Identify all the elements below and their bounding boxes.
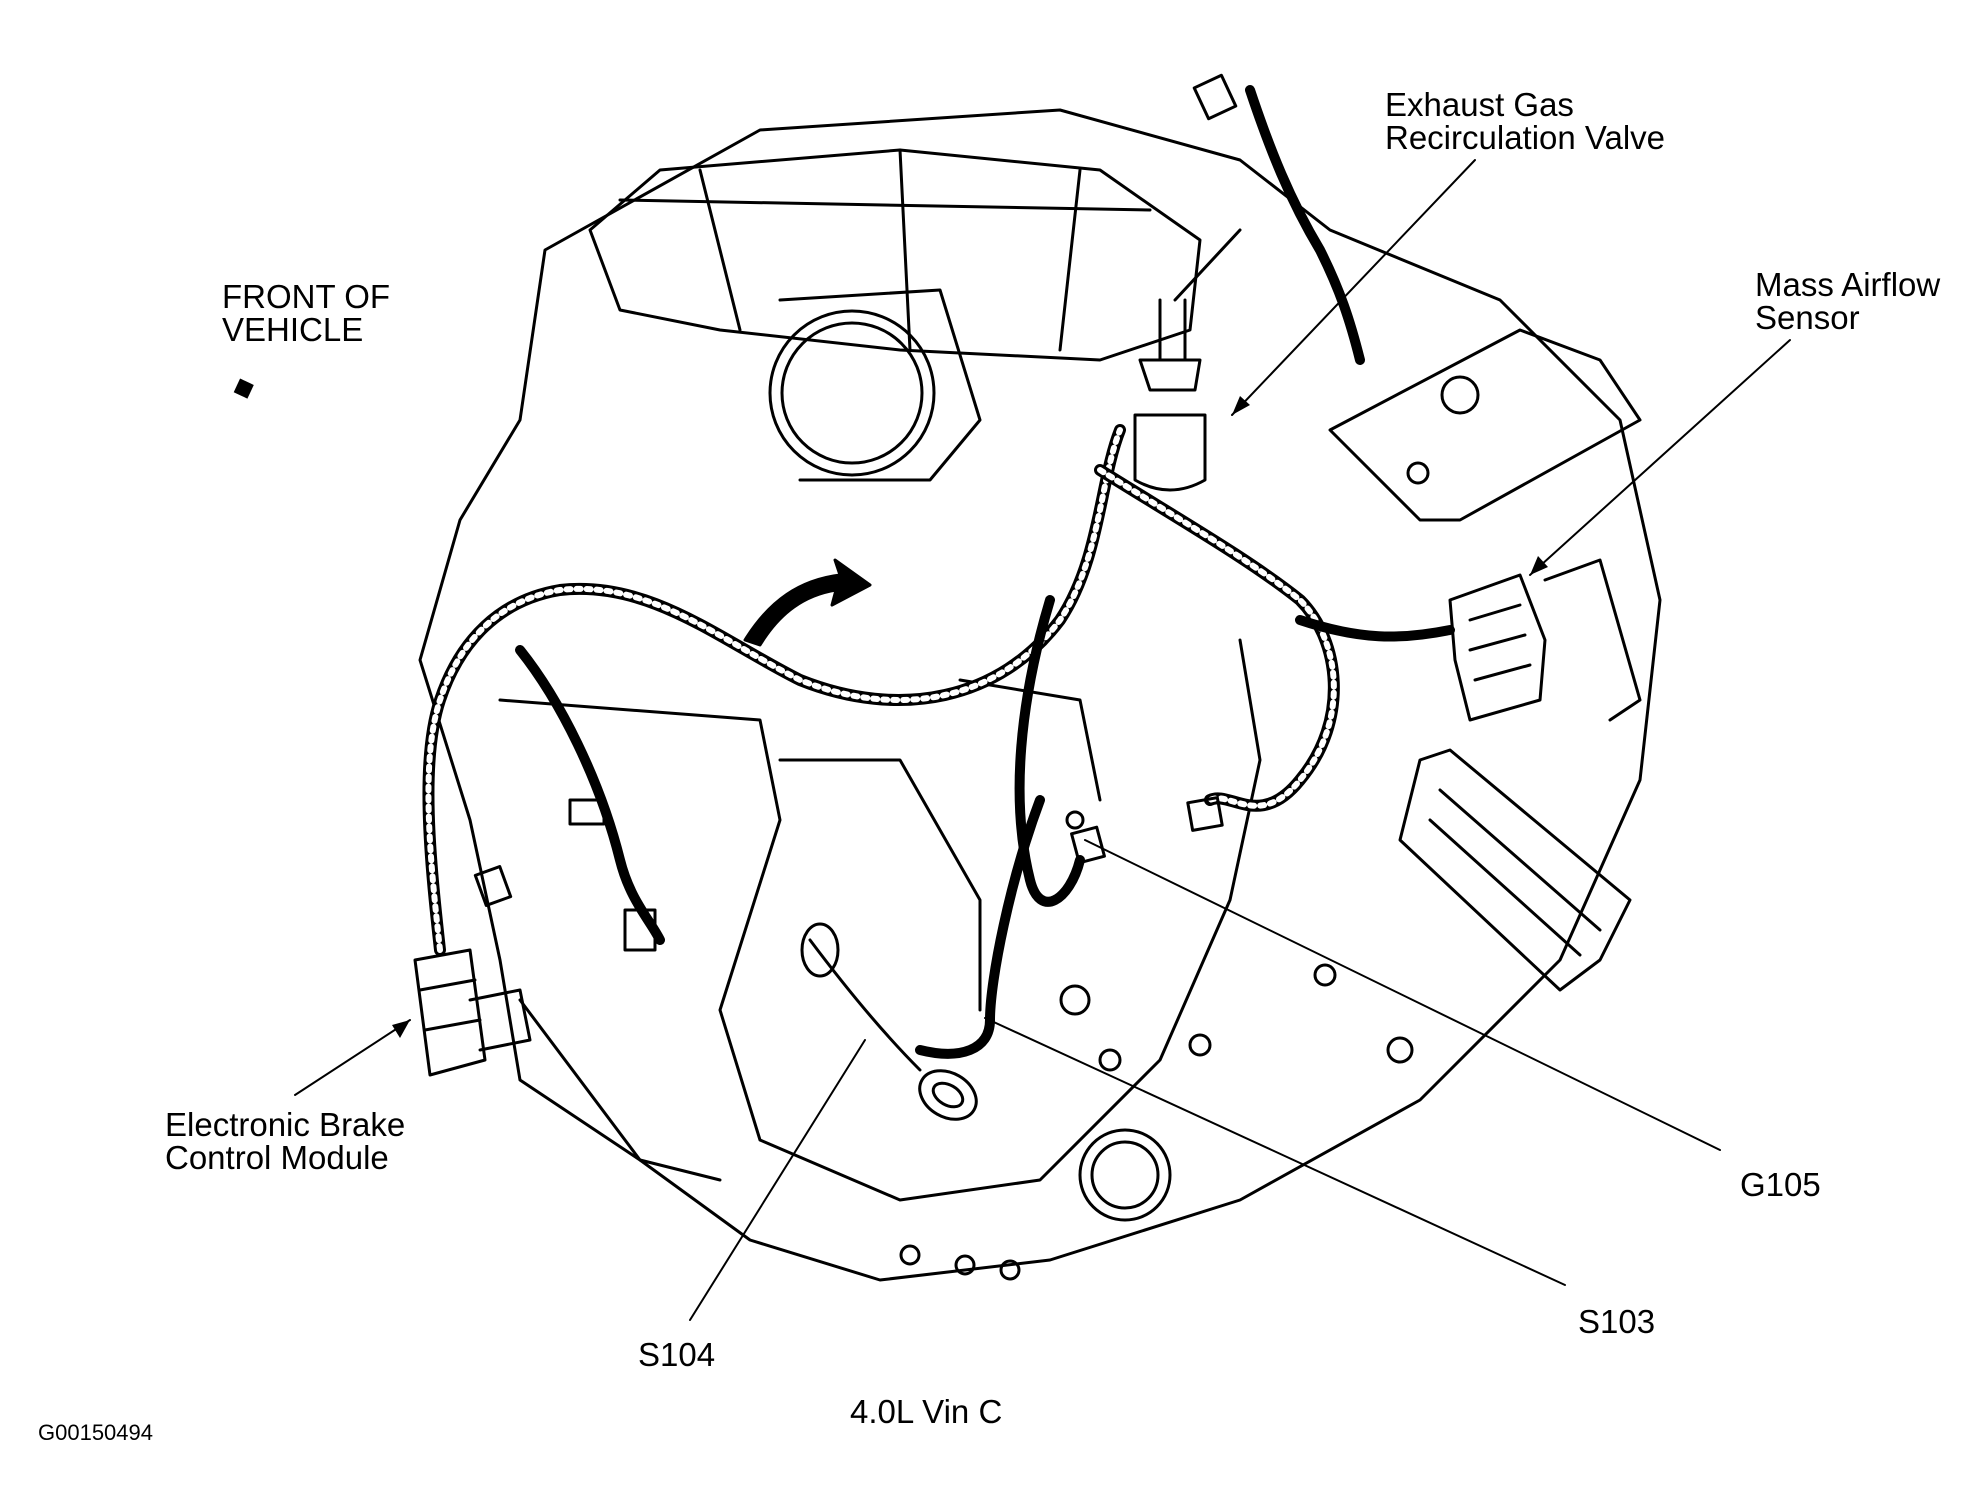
leader-maf <box>1529 339 1791 576</box>
leader-s103 <box>984 1017 1566 1286</box>
wiring-harness-maf <box>1295 615 1455 642</box>
figure-id: G00150494 <box>38 1420 153 1445</box>
label-s103: S103 <box>1578 1303 1656 1340</box>
label-g105: G105 <box>1740 1166 1821 1203</box>
throttle-body <box>768 309 936 477</box>
ebcm-module <box>413 948 487 1077</box>
ignition-module <box>1398 748 1632 992</box>
intake-plenum <box>588 148 1202 362</box>
maf-sensor <box>1448 573 1547 722</box>
ground-strap <box>808 938 922 1072</box>
crank-opening <box>1078 1128 1172 1222</box>
leader-egr <box>1231 159 1476 416</box>
label-ebcm: Electronic Brake Control Module <box>165 1106 406 1176</box>
leader-ebcm <box>294 1019 411 1096</box>
leader-g105 <box>1084 839 1721 1151</box>
egr-valve-body <box>1133 413 1207 492</box>
label-s104: S104 <box>638 1336 716 1373</box>
label-egr-valve: Exhaust Gas Recirculation Valve <box>1385 86 1666 156</box>
label-engine: 4.0L Vin C <box>850 1393 1003 1430</box>
leader-s104 <box>689 1039 866 1321</box>
flow-arrow <box>743 558 872 647</box>
wiring-harness-lower <box>1014 595 1085 907</box>
front-cover <box>498 638 1262 1202</box>
label-maf-sensor: Mass Airflow Sensor <box>1755 266 1941 336</box>
engine-block-outline <box>418 108 1662 1282</box>
wiring-harness-left-branch <box>515 645 665 945</box>
wiring-harness-egr-branch <box>1245 85 1365 365</box>
label-front-of-vehicle: FRONT OF VEHICLE◆ <box>222 278 391 405</box>
valve-cover-right <box>1328 328 1642 522</box>
wiring-harness-right <box>1094 464 1340 812</box>
wiring-harness-s103 <box>915 795 1045 1059</box>
